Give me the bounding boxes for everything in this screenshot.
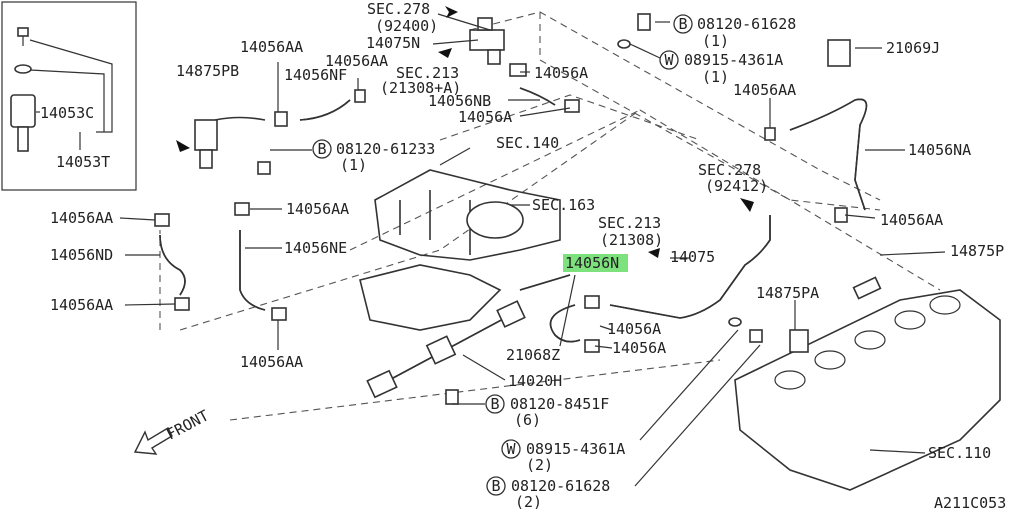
label-14056AA-topright[interactable]: 14056AA	[733, 81, 796, 99]
inset-box	[1, 1, 137, 191]
label-14056N[interactable]: 14056N	[565, 254, 619, 272]
label-08915-4361A-bot[interactable]: 08915-4361A	[526, 440, 625, 458]
label-sec140[interactable]: SEC.140	[496, 134, 559, 152]
highlight-14056N	[563, 254, 628, 272]
svg-text:B: B	[678, 15, 687, 33]
label-92400: (92400)	[375, 17, 438, 35]
label-14020H[interactable]: 14020H	[508, 372, 562, 390]
svg-text:B: B	[490, 395, 499, 413]
pcv-valve	[194, 119, 218, 169]
label-21069J[interactable]: 21069J	[886, 39, 940, 57]
label-14075N[interactable]: 14075N	[366, 34, 420, 52]
label-sec278-top[interactable]: SEC.278	[367, 0, 430, 18]
w-marker-1: W	[659, 50, 679, 70]
label-21308A: (21308+A)	[380, 79, 461, 97]
label-qty1-c: (1)	[340, 156, 367, 174]
label-08120-61233[interactable]: 08120-61233	[336, 140, 435, 158]
arrows	[176, 6, 754, 258]
sensor-14875P	[852, 276, 882, 300]
label-08915-4361A-top[interactable]: 08915-4361A	[684, 51, 783, 69]
label-08120-61628-top[interactable]: 08120-61628	[697, 15, 796, 33]
label-14053T[interactable]: 14053T	[56, 153, 110, 171]
cylinder-head	[734, 289, 1001, 491]
label-14056A-4[interactable]: 14056A	[612, 339, 666, 357]
label-14875PA[interactable]: 14875PA	[756, 284, 819, 302]
clips	[154, 63, 848, 353]
sensor-14875PA	[789, 329, 809, 353]
label-14056NE[interactable]: 14056NE	[284, 239, 347, 257]
svg-text:B: B	[317, 140, 326, 158]
inset-bolt	[10, 27, 36, 152]
label-14056NF[interactable]: 14056NF	[284, 66, 347, 84]
leader-lines	[119, 13, 946, 487]
label-92412: (92412)	[705, 177, 768, 195]
w-marker-2: W	[501, 439, 521, 459]
label-qty1-b: (1)	[702, 68, 729, 86]
label-14056A-2[interactable]: 14056A	[458, 108, 512, 126]
label-14053C[interactable]: 14053C	[40, 104, 94, 122]
label-14056ND[interactable]: 14056ND	[50, 246, 113, 264]
b-marker-4: B	[486, 476, 506, 496]
label-14056AA-left2[interactable]: 14056AA	[286, 200, 349, 218]
label-14875P[interactable]: 14875P	[950, 242, 1004, 260]
label-qty2-a: (2)	[526, 456, 553, 474]
label-14056AA-left1[interactable]: 14056AA	[50, 209, 113, 227]
label-sec163[interactable]: SEC.163	[532, 196, 595, 214]
label-14056NA[interactable]: 14056NA	[908, 141, 971, 159]
label-qty2-b: (2)	[515, 493, 542, 511]
label-qty1-a: (1)	[702, 32, 729, 50]
label-sec213-top[interactable]: SEC.213	[396, 64, 459, 82]
label-qty6: (6)	[514, 411, 541, 429]
label-sec110[interactable]: SEC.110	[928, 444, 991, 462]
label-14056A-3[interactable]: 14056A	[607, 320, 661, 338]
bolts	[257, 13, 763, 405]
b-marker-1: B	[673, 14, 693, 34]
label-08120-8451F[interactable]: 08120-8451F	[510, 395, 609, 413]
bracket-21069J	[827, 39, 851, 67]
svg-text:W: W	[506, 440, 516, 458]
front-arrow	[133, 427, 173, 455]
label-front: FRONT	[163, 406, 211, 443]
label-14056AA-b[interactable]: 14056AA	[325, 52, 388, 70]
b-marker-3: B	[485, 394, 505, 414]
label-08120-61628-bot[interactable]: 08120-61628	[511, 477, 610, 495]
label-14056AA-bottom[interactable]: 14056AA	[240, 353, 303, 371]
svg-text:B: B	[491, 477, 500, 495]
label-14056AA-left3[interactable]: 14056AA	[50, 296, 113, 314]
diagram-code: A211C053	[934, 494, 1006, 512]
b-marker-2: B	[312, 139, 332, 159]
intake-manifold	[359, 169, 561, 331]
label-21068Z[interactable]: 21068Z	[506, 346, 560, 364]
label-14056AA-right[interactable]: 14056AA	[880, 211, 943, 229]
label-14875PB[interactable]: 14875PB	[176, 62, 239, 80]
label-sec278-mid[interactable]: SEC.278	[698, 161, 761, 179]
label-14075[interactable]: 14075	[670, 248, 715, 266]
label-sec213-mid[interactable]: SEC.213	[598, 214, 661, 232]
label-14056NB[interactable]: 14056NB	[428, 92, 491, 110]
svg-text:W: W	[664, 51, 674, 69]
label-21308: (21308)	[600, 231, 663, 249]
label-14056AA-a[interactable]: 14056AA	[240, 38, 303, 56]
label-14056A-1[interactable]: 14056A	[534, 64, 588, 82]
